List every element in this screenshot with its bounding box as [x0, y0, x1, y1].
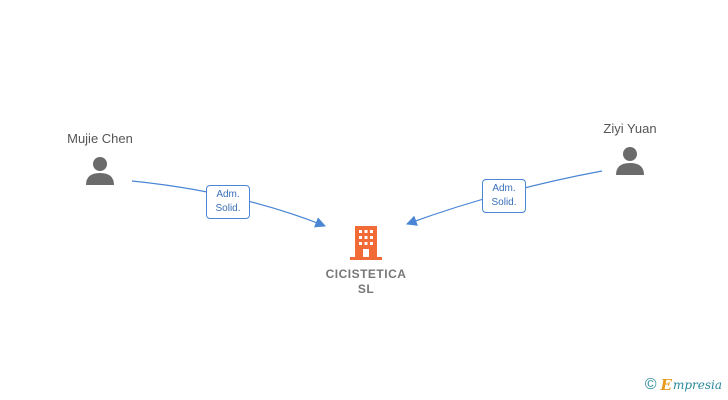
edge-label-right-line1: Adm. [492, 183, 516, 194]
company-node[interactable]: CICISTETICA SL [296, 225, 436, 297]
company-name-line1: CICISTETICA [325, 267, 407, 281]
edge-label-right-line2: Solid. [491, 197, 517, 208]
logo-text: mpresia [672, 378, 722, 392]
building-icon [350, 226, 382, 260]
edge-label-left: Adm. Solid. [206, 185, 250, 219]
person-name-right: Ziyi Yuan [603, 121, 657, 136]
person-name-left: Mujie Chen [67, 131, 133, 146]
person-node-right[interactable]: Ziyi Yuan [570, 121, 690, 176]
logo-initial: E [660, 376, 672, 394]
person-icon [616, 147, 644, 175]
edge-label-right: Adm. Solid. [482, 179, 526, 213]
edge-label-left-line2: Solid. [215, 203, 241, 214]
person-node-left[interactable]: Mujie Chen [40, 131, 160, 186]
edge-label-left-line1: Adm. [216, 189, 240, 200]
copyright-icon: © [644, 376, 657, 393]
person-icon [86, 157, 114, 185]
brand-logo: © E mpresia [645, 376, 722, 394]
company-name-line2: SL [357, 282, 375, 296]
